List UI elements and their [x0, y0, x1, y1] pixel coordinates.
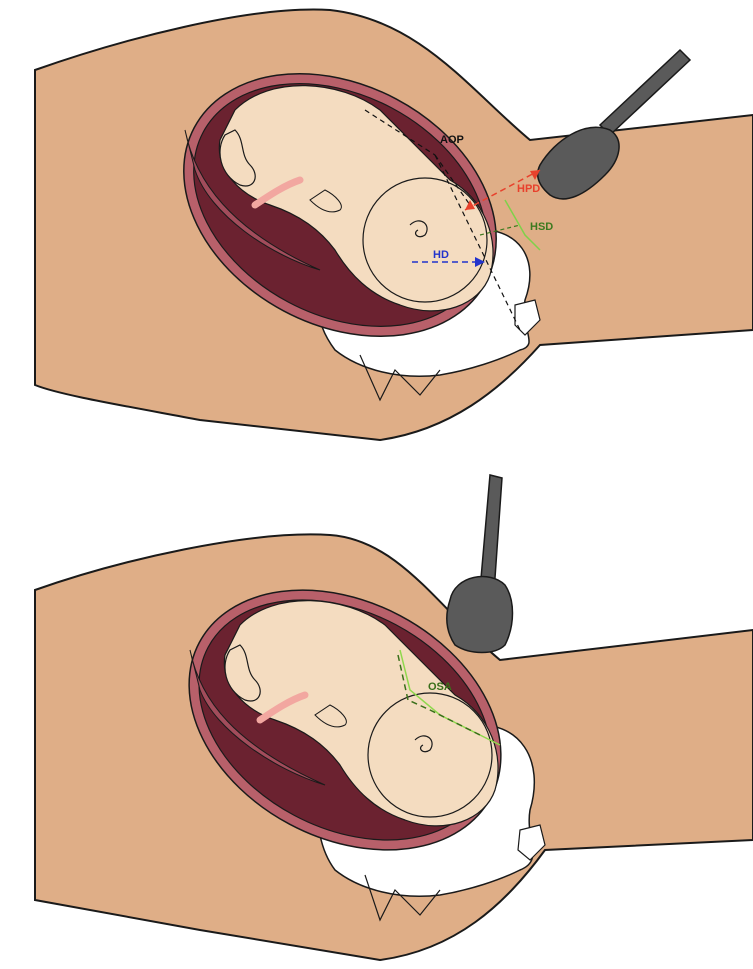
panel-top: AOP HPD HSD HD	[35, 10, 753, 440]
fetus-head-top	[363, 178, 487, 302]
fetus-head-bottom	[368, 693, 492, 817]
panel-bottom: OSA	[35, 475, 753, 960]
hd-label: HD	[433, 249, 449, 261]
hsd-label: HSD	[530, 221, 553, 233]
osa-label: OSA	[428, 681, 452, 693]
hpd-label: HPD	[517, 183, 540, 195]
aop-label: AOP	[440, 134, 464, 146]
ultrasound-probe-bottom	[447, 475, 513, 653]
